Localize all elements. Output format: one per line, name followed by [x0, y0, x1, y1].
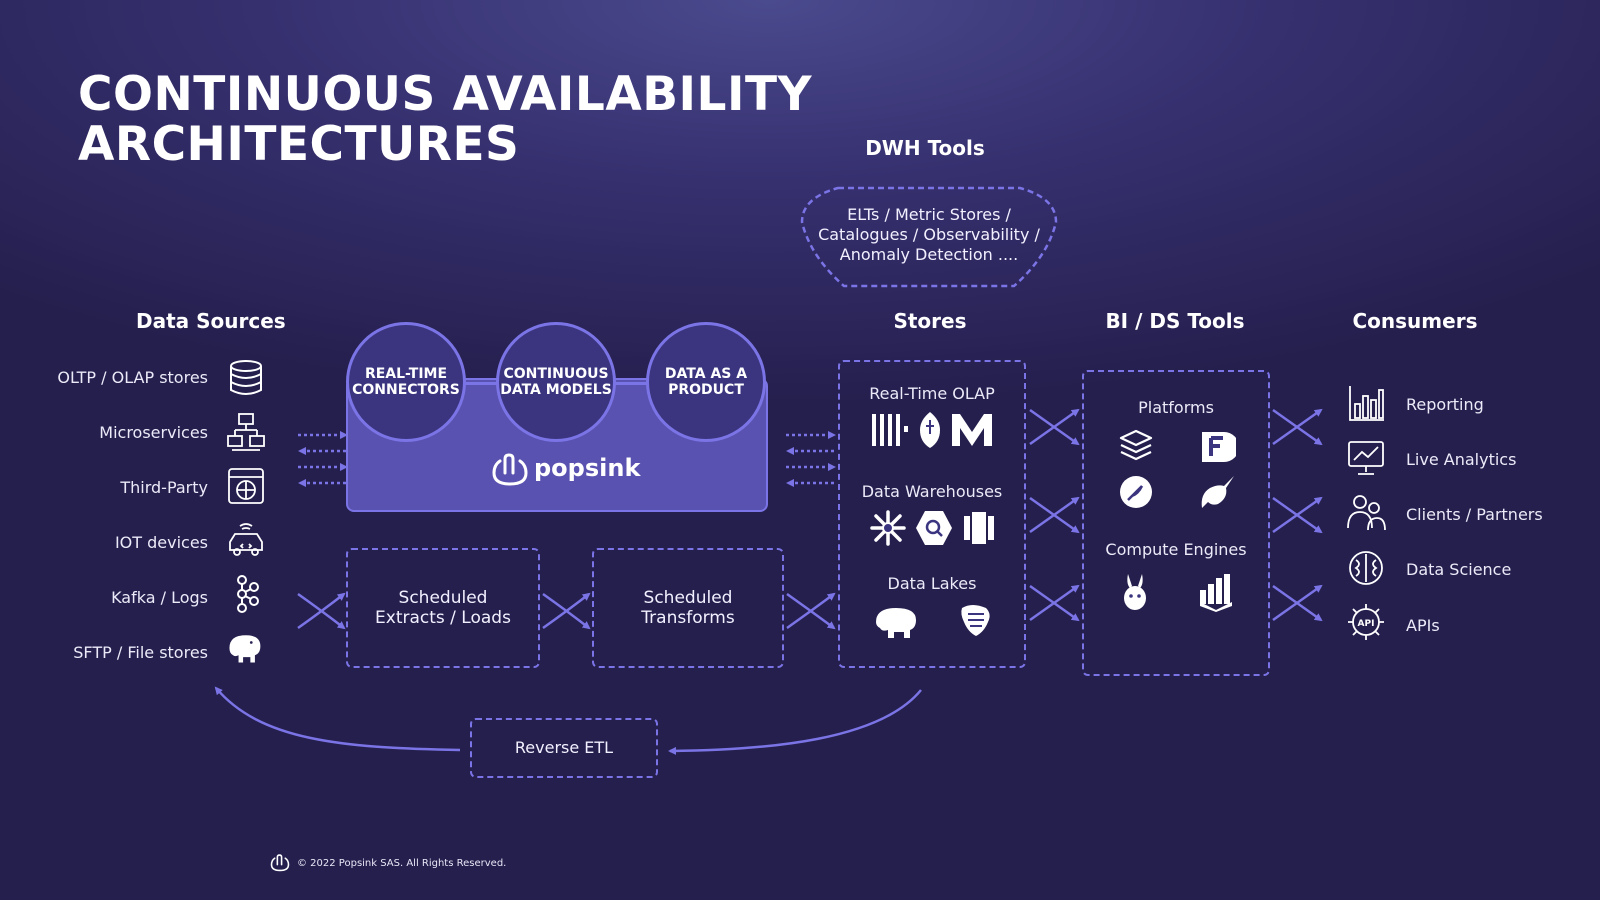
hive-icon: [961, 605, 990, 636]
compute-engines-label: Compute Engines: [1105, 540, 1247, 559]
questdb-icon: [872, 414, 908, 446]
source-label-third-party: Third-Party: [120, 478, 208, 497]
platforms-label: Platforms: [1138, 398, 1214, 417]
fivetran-icon: [1202, 432, 1236, 462]
redshift-icon: [964, 512, 994, 544]
stores-heading: Stores: [893, 309, 967, 333]
reverse-etl-box: Reverse ETL: [470, 718, 658, 778]
source-label-sftp: SFTP / File stores: [73, 643, 208, 662]
dwh-tools-line-2: Catalogues / Observability /: [818, 225, 1040, 244]
materialize-icon: [952, 414, 992, 446]
circle-1-line-1: REAL-TIME: [364, 366, 448, 382]
dwh-tools-shape: [800, 186, 1058, 288]
layers-icon: [1119, 429, 1153, 461]
narwhal-icon: [1201, 476, 1234, 508]
source-label-microservices: Microservices: [99, 423, 208, 442]
web-icon: [228, 468, 264, 504]
consumer-label-apis: APIs: [1406, 616, 1440, 635]
bigquery-icon: [916, 511, 952, 545]
scheduled-extracts-box: Scheduled Extracts / Loads: [346, 548, 540, 668]
analytics-icon: [1348, 441, 1384, 475]
extracts-line-2: Extracts / Loads: [375, 608, 511, 628]
title-line-2: ARCHITECTURES: [78, 117, 520, 172]
circle-2-line-2: DATA MODELS: [500, 382, 612, 398]
consumers-heading: Consumers: [1352, 309, 1478, 333]
rabbit-icon: [1124, 574, 1146, 610]
hadoop-icon: [876, 608, 916, 638]
consumer-label-data-science: Data Science: [1406, 560, 1512, 579]
popsink-logo-icon: [492, 453, 528, 486]
reporting-icon: [1349, 386, 1384, 421]
source-label-iot: IOT devices: [114, 533, 208, 552]
stores-box: [838, 360, 1026, 668]
transforms-line-1: Scheduled: [643, 588, 733, 608]
api-icon: API: [1348, 604, 1384, 640]
svg-text:API: API: [1358, 619, 1375, 629]
circle-connector-1: [460, 382, 510, 385]
consumer-label-live-analytics: Live Analytics: [1406, 450, 1517, 469]
consumer-label-clients: Clients / Partners: [1406, 505, 1543, 524]
consumer-label-reporting: Reporting: [1406, 395, 1484, 414]
dwh-tools-line-3: Anomaly Detection ....: [839, 245, 1019, 264]
popsink-brand: popsink: [534, 454, 641, 482]
data-sources-heading: Data Sources: [136, 309, 286, 333]
bi-tools-heading: BI / DS Tools: [1105, 309, 1245, 333]
transforms-line-2: Transforms: [641, 608, 735, 628]
hadoop-elephant-icon: [229, 635, 261, 663]
dwh-tools-heading: DWH Tools: [865, 136, 985, 160]
title-line-1: CONTINUOUS AVAILABILITY: [78, 67, 813, 122]
footer-logo-icon: [270, 854, 290, 872]
bi-tools-box: [1082, 370, 1270, 676]
source-label-kafka: Kafka / Logs: [111, 588, 208, 607]
dwh-tools-line-1: ELTs / Metric Stores /: [847, 205, 1011, 224]
stores-realtime-olap-label: Real-Time OLAP: [869, 384, 995, 403]
stores-data-warehouses-label: Data Warehouses: [861, 482, 1003, 501]
people-icon: [1347, 495, 1386, 531]
footer-copyright: © 2022 Popsink SAS. All Rights Reserved.: [297, 858, 507, 869]
druid-icon: [920, 412, 940, 448]
microservices-icon: [227, 413, 265, 451]
circle-2-line-1: CONTINUOUS: [503, 366, 609, 382]
reverse-etl-label: Reverse ETL: [514, 738, 614, 757]
source-label-oltp: OLTP / OLAP stores: [57, 368, 208, 387]
circle-3-line-1: DATA AS A: [664, 366, 748, 382]
stores-data-lakes-label: Data Lakes: [887, 574, 977, 593]
snowflake-icon: [870, 510, 906, 546]
database-icon: [230, 360, 262, 395]
circle-1-line-2: CONNECTORS: [352, 382, 460, 398]
dwh-tools-text: ELTs / Metric Stores / Catalogues / Obse…: [808, 200, 1050, 270]
circle-connector-2: [610, 382, 660, 385]
feather-icon: [1120, 476, 1152, 508]
page-title: CONTINUOUS AVAILABILITY ARCHITECTURES: [78, 70, 812, 170]
kafka-icon: [237, 575, 259, 613]
extracts-line-1: Scheduled: [398, 588, 488, 608]
circle-3-line-2: PRODUCT: [668, 382, 744, 398]
scheduled-transforms-box: Scheduled Transforms: [592, 548, 784, 668]
brain-icon: [1349, 551, 1383, 585]
databricks-icon: [1200, 574, 1232, 612]
car-icon: [229, 523, 263, 556]
